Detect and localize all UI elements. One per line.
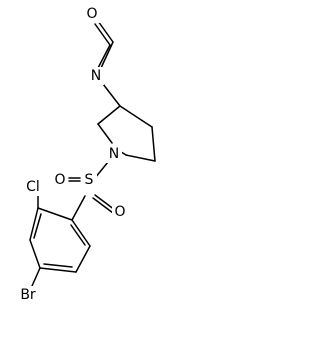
bond-c2-c3 [97,105,121,125]
bond-n-c3 [102,83,121,107]
bond-c6-c1 [71,219,91,247]
bonds [29,20,156,287]
bond-n1-c2 [97,123,113,144]
bond-c4-c5 [151,126,156,162]
bond-c5-c6 [125,154,156,162]
bond-s-c1 [71,195,86,221]
bond-aromatic-inner-2 [43,263,73,268]
atom-o-sulfonyl-left: O [52,171,68,189]
bond-s-o-right-2 [92,197,114,214]
atom-label-o-sulfonyl-right: O [114,204,125,220]
bond-c4-c5 [39,267,77,273]
bond-c2-c3 [29,207,39,241]
bond-c1-c2 [37,207,73,221]
atom-label-cl: Cl [26,179,40,195]
atom-label-n-isocyanate: N [91,68,101,84]
bond-n1-s [94,161,109,179]
atom-n-isocyanate: N [88,67,104,85]
bond-o-c-isocyanate-1 [97,20,114,43]
bond-c-n-isocyanate-2 [97,44,111,69]
atom-br: Br [16,286,40,304]
atom-s-sulfonyl: S [81,171,97,189]
bond-c5-c6 [75,245,91,273]
atom-n-piperidine: N [106,145,122,163]
chemical-structure-diagram: O N N S O O Cl Br [16,5,156,304]
atom-o-isocyanate: O [84,5,100,23]
atom-o-sulfonyl-right: O [112,203,128,221]
atom-label-o-isocyanate: O [86,6,97,22]
atom-label-o-sulfonyl-left: O [54,172,65,188]
bond-o-c-isocyanate-2 [94,23,111,46]
atom-label-br: Br [20,287,36,303]
bond-aromatic-inner-3 [70,224,86,246]
atom-label-s-sulfonyl: S [85,172,94,188]
bond-c-n-isocyanate-1 [100,41,114,69]
bond-s-o-right-1 [94,194,116,211]
atom-labels: O N N S O O Cl Br [16,5,128,304]
bond-aromatic-inner-1 [33,213,42,239]
atom-label-n-piperidine: N [109,146,119,162]
atom-cl: Cl [22,178,44,196]
bond-c4-br [31,267,41,287]
bond-c3-c4 [119,105,153,128]
bond-c3-c4 [29,239,41,269]
